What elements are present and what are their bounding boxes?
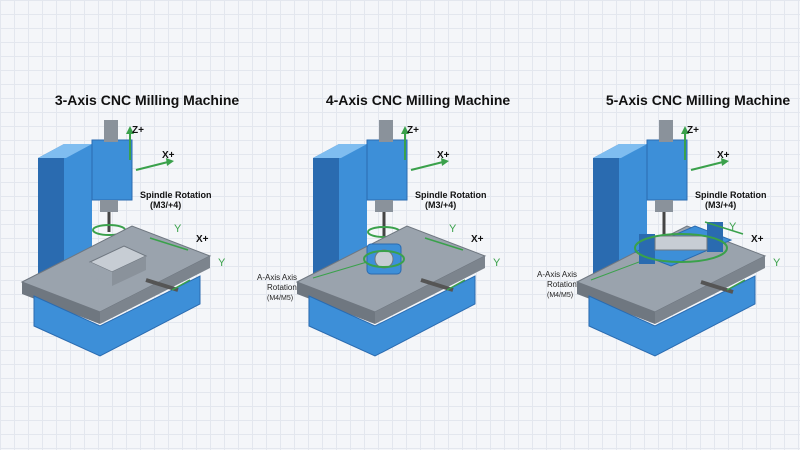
z-arrowhead: [681, 126, 689, 134]
y-label-head: Y: [449, 223, 457, 235]
y-axis-arrow-head: [704, 221, 744, 235]
table-front: [577, 282, 655, 324]
x-label-head: X+: [162, 150, 175, 161]
x-arrowhead-head: [166, 158, 174, 166]
table-side: [375, 256, 485, 324]
spindle-code: (M3/+4): [425, 200, 456, 210]
spindle-motor: [379, 120, 393, 142]
rotary-chuck: [374, 249, 394, 269]
spindle-motor: [659, 120, 673, 142]
y-label-head: Y: [174, 223, 182, 235]
vise-side: [112, 256, 146, 286]
a-axis-label-2: Rotation: [547, 280, 577, 289]
machine-base: [588, 275, 756, 357]
spindle-code: (M3/+4): [150, 200, 181, 210]
spindle-nose: [100, 200, 118, 212]
spindle-nose: [655, 200, 673, 212]
a-axis-rotation-ring: [363, 250, 405, 268]
machine-illustration-4-axis: Z+ X+ X+ Spindle Rotation (M3/+4) Y Y A-…: [257, 120, 501, 357]
a-axis-code: (M4/M5): [267, 295, 293, 302]
column-top: [313, 144, 367, 158]
panel-5-axis: 5-Axis CNC Milling Machine Z+ X+ X+ Spin…: [537, 0, 800, 450]
feed-screw: [145, 278, 179, 292]
table-front: [297, 282, 375, 324]
y-axis-arrow-table: [171, 279, 191, 291]
panel-3-axis: 3-Axis CNC Milling Machine Z+ X+ X+: [0, 0, 270, 450]
spindle-code: (M3/+4): [705, 200, 736, 210]
x-axis-arrow-head: [410, 161, 444, 171]
x-arrowhead-head: [441, 158, 449, 166]
z-label: Z+: [132, 125, 144, 136]
z-label: Z+: [407, 125, 419, 136]
spindle-label: Spindle Rotation: [695, 190, 767, 200]
spindle-nose: [375, 200, 393, 212]
x-arrowhead-head: [721, 158, 729, 166]
x-label-head: X+: [437, 150, 450, 161]
table-front: [22, 282, 100, 324]
a-axis-code: (M4/M5): [547, 292, 573, 299]
spindle-head: [366, 139, 408, 201]
z-arrowhead: [126, 126, 134, 134]
c-axis-rotation-ring: [634, 233, 728, 263]
a-axis-leader-line: [590, 261, 640, 281]
table-side: [100, 256, 210, 324]
x-axis-arrow-head: [135, 161, 169, 171]
column-top: [593, 144, 647, 158]
y-axis-arrow-table: [726, 279, 746, 291]
spindle-head: [646, 139, 688, 201]
spindle-label: Spindle Rotation: [415, 190, 487, 200]
panel-title: 4-Axis CNC Milling Machine: [325, 92, 511, 108]
y-label-table: Y: [773, 257, 781, 269]
feed-screw: [420, 278, 454, 292]
machine-base: [33, 275, 201, 357]
machine-illustration-3-axis: Z+ X+ X+ Spindle Rotation (M3/+4) Y Y: [20, 120, 226, 357]
x-label-table: X+: [196, 234, 209, 245]
x-axis-arrow-head: [690, 161, 724, 171]
y-label-table: Y: [218, 257, 226, 269]
z-label: Z+: [687, 125, 699, 136]
a-axis-label-2: Rotation: [267, 283, 297, 292]
spindle-motor: [104, 120, 118, 142]
x-label-head: X+: [717, 150, 730, 161]
column-top: [38, 144, 92, 158]
trunnion-cradle: [654, 235, 708, 251]
a-axis-label-1: A-Axis Axis: [537, 270, 577, 279]
a-axis-label-1: A-Axis Axis: [257, 273, 297, 282]
machine-base: [308, 275, 476, 357]
spindle-label: Spindle Rotation: [140, 190, 212, 200]
y-label-table: Y: [493, 257, 501, 269]
y-axis-arrow-head: [149, 237, 189, 251]
panel-title: 3-Axis CNC Milling Machine: [54, 92, 240, 108]
a-axis-leader-line: [312, 261, 368, 279]
table-side: [655, 256, 765, 324]
panel-title: 5-Axis CNC Milling Machine: [605, 92, 791, 108]
trunnion-right-support: [707, 222, 723, 252]
y-axis-arrow-head: [424, 237, 464, 251]
spindle-head: [91, 139, 133, 201]
y-axis-arrow-table: [446, 279, 466, 291]
y-label-head: Y: [729, 221, 737, 233]
machine-illustration-5-axis: Z+ X+ X+ Spindle Rotation (M3/+4) Y Y A-…: [537, 120, 781, 357]
panel-4-axis: 4-Axis CNC Milling Machine Z+ X+ X+ Spin…: [257, 0, 545, 450]
x-label-table: X+: [471, 234, 484, 245]
z-arrowhead: [401, 126, 409, 134]
x-label-table: X+: [751, 234, 764, 245]
vise-front: [90, 262, 112, 286]
